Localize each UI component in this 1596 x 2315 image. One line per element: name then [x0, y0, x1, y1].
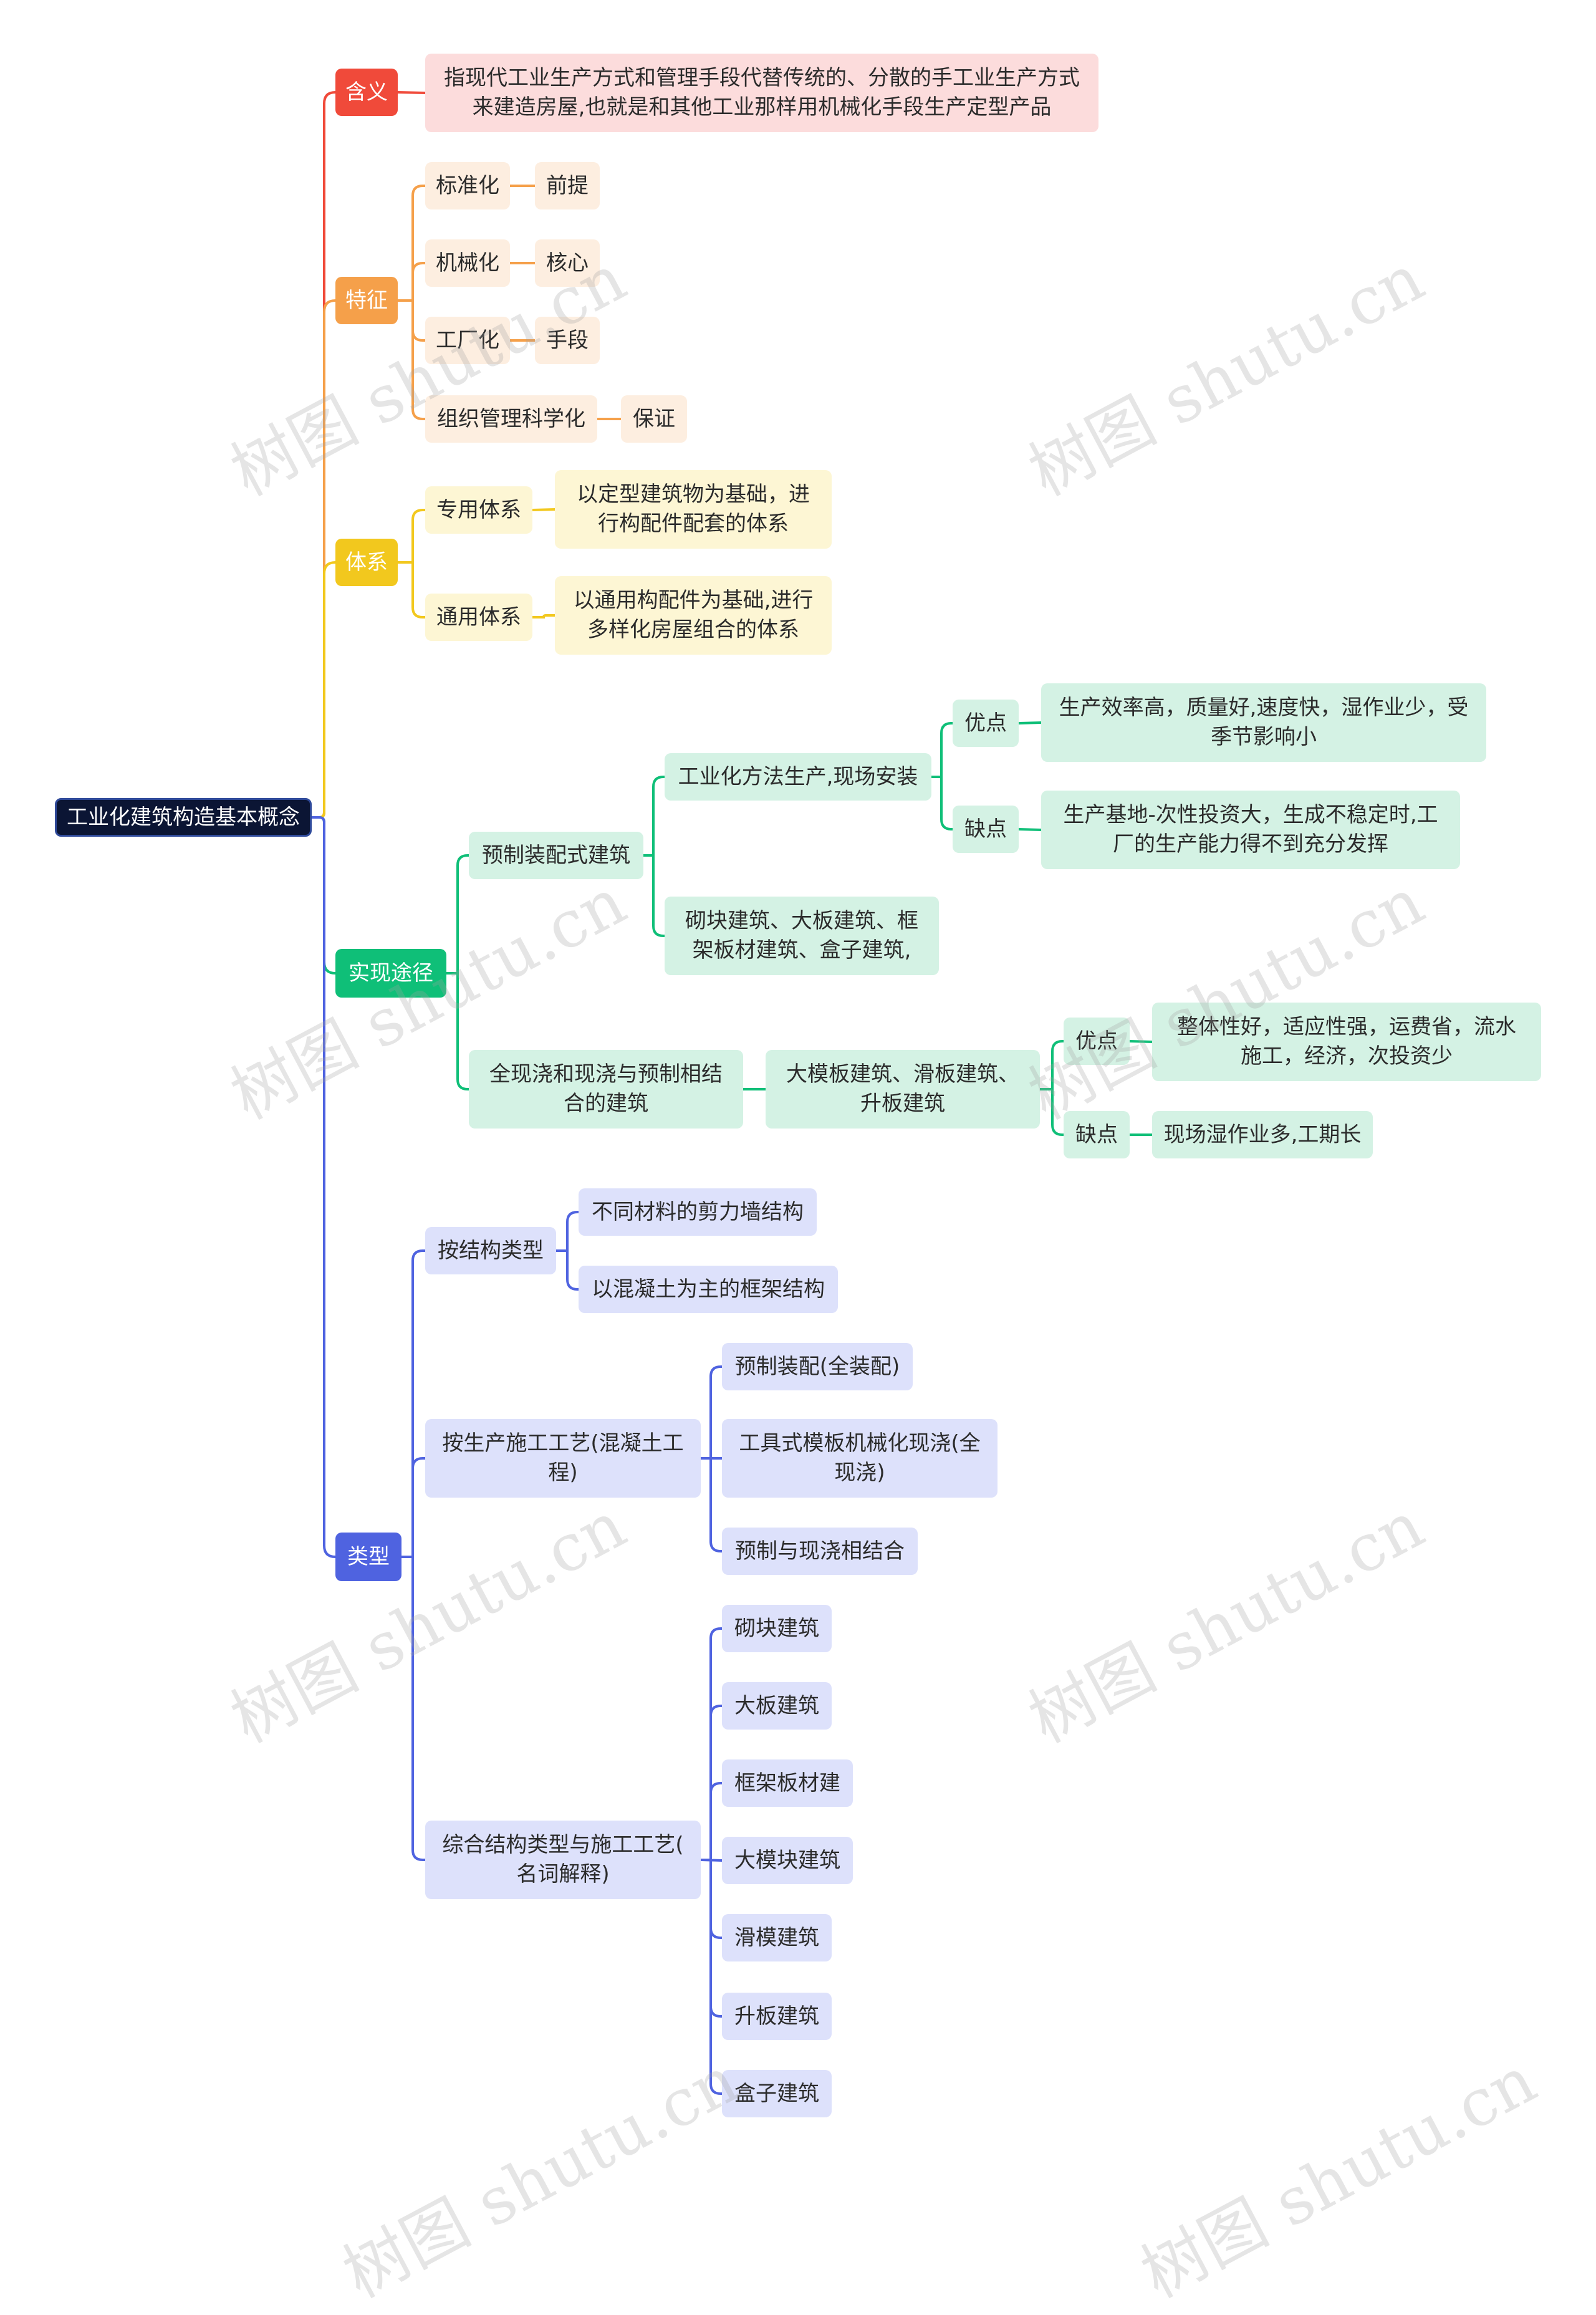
combined-large-module: 大模块建筑 — [722, 1837, 853, 1884]
approaches-tag: 实现途径 — [335, 949, 446, 998]
system-dedicated: 专用体系 — [425, 486, 532, 534]
by-process: 按生产施工工艺(混凝土工 程) — [425, 1419, 701, 1498]
connector-by-structure-frame — [555, 1249, 580, 1291]
by-process-prefab: 预制装配(全装配) — [722, 1343, 913, 1390]
combined-lift-slab: 升板建筑 — [722, 1993, 832, 2040]
feature-management: 组织管理科学化 — [425, 395, 597, 443]
connector-combined — [400, 1556, 426, 1861]
connector-feature-mechanical — [397, 262, 426, 302]
types-tag: 类型 — [335, 1533, 401, 1581]
prefab-cons-tag: 缺点 — [953, 806, 1019, 853]
feature-mechanical: 机械化 — [425, 239, 510, 287]
feature-factory-detail: 手段 — [535, 317, 600, 364]
connector-by-process — [400, 1457, 426, 1558]
connector-by-structure — [400, 1249, 426, 1558]
connector-prefab-pros-tag — [930, 722, 954, 778]
by-process-combined: 预制与现浇相结合 — [722, 1528, 918, 1575]
features-tag: 特征 — [335, 277, 398, 324]
connector-prefab — [445, 854, 470, 975]
feature-standard-detail: 前提 — [535, 162, 600, 209]
connector-prefab-method — [642, 776, 666, 857]
connector-root-types-tag — [310, 816, 337, 1558]
prefab-method: 工业化方法生产,现场安装 — [665, 753, 931, 801]
connector-system-dedicated-detail — [531, 508, 556, 511]
feature-management-detail: 保证 — [621, 395, 687, 443]
prefab-pros-tag: 优点 — [953, 700, 1019, 747]
combined-frame-panel: 框架板材建 — [722, 1759, 853, 1807]
cast: 全现浇和现浇与预制相结 合的建筑 — [469, 1050, 743, 1129]
connector-cast — [445, 972, 470, 1090]
combined: 综合结构类型与施工工艺( 名词解释) — [425, 1821, 701, 1899]
cast-pros: 整体性好，适应性强，运费省，流水 施工，经济，次投资少 — [1152, 1003, 1541, 1081]
connector-feature-standard — [397, 185, 426, 302]
feature-factory: 工厂化 — [425, 317, 510, 364]
mind-map: 工业化建筑构造基本概念 含义指现代工业生产方式和管理手段代替传统的、分散的手工业生… — [55, 54, 1541, 2117]
feature-standard: 标准化 — [425, 162, 510, 209]
cast-cons: 现场湿作业多,工期长 — [1152, 1111, 1373, 1158]
connector-combined-block — [699, 1627, 723, 1861]
prefab-pros: 生产效率高，质量好,速度快，湿作业少，受 季节影响小 — [1041, 683, 1486, 762]
connector-by-process-combined — [699, 1457, 723, 1552]
connector-system-general-detail — [531, 614, 556, 618]
root: 工业化建筑构造基本概念 — [55, 798, 312, 837]
connector-by-process-prefab — [699, 1365, 723, 1460]
meaning-text: 指现代工业生产方式和管理手段代替传统的、分散的手工业生产方式 来建造房屋,也就是… — [425, 54, 1098, 132]
combined-slip-form: 滑模建筑 — [722, 1914, 832, 1961]
connector-cast-pros — [1128, 1040, 1153, 1043]
by-structure-shear-wall: 不同材料的剪力墙结构 — [579, 1188, 817, 1236]
systems-tag: 体系 — [335, 539, 398, 586]
connector-prefab-examples — [642, 854, 666, 937]
connector-by-structure-shear-wall — [555, 1211, 580, 1252]
by-process-cast: 工具式模板机械化现浇(全 现浇) — [722, 1419, 998, 1498]
connector-lines — [310, 91, 1153, 2095]
prefab-cons: 生产基地-次性投资大，生成不稳定时,工 厂的生产能力得不到充分发挥 — [1041, 791, 1460, 869]
feature-mechanical-detail: 核心 — [535, 239, 600, 287]
cast-pros-tag: 优点 — [1064, 1018, 1130, 1065]
connector-feature-management — [397, 299, 426, 420]
system-dedicated-detail: 以定型建筑物为基础，进 行构配件配套的体系 — [555, 470, 832, 549]
by-structure-frame: 以混凝土为主的框架结构 — [579, 1266, 838, 1313]
connector-cast-cons-tag — [1039, 1088, 1065, 1136]
connector-system-general — [397, 561, 426, 618]
system-general: 通用体系 — [425, 594, 532, 641]
combined-large-panel: 大板建筑 — [722, 1682, 832, 1730]
system-general-detail: 以通用构配件为基础,进行 多样化房屋组合的体系 — [555, 576, 832, 655]
connector-system-dedicated — [397, 509, 426, 564]
connector-meaning-text — [397, 91, 426, 94]
combined-block: 砌块建筑 — [722, 1605, 832, 1652]
connector-combined-large-panel — [699, 1705, 723, 1861]
cast-examples: 大模板建筑、滑板建筑、 升板建筑 — [766, 1050, 1040, 1129]
cast-cons-tag: 缺点 — [1064, 1111, 1130, 1158]
combined-box: 盒子建筑 — [722, 2070, 832, 2117]
connector-prefab-cons — [1017, 828, 1042, 831]
connector-cast-pros-tag — [1039, 1040, 1065, 1090]
prefab: 预制装配式建筑 — [469, 832, 643, 879]
by-structure: 按结构类型 — [425, 1227, 556, 1274]
connector-combined-frame-panel — [699, 1782, 723, 1861]
connector-prefab-cons-tag — [930, 776, 954, 830]
connector-combined-box — [699, 1859, 723, 2095]
meaning-tag: 含义 — [335, 69, 398, 116]
prefab-examples: 砌块建筑、大板建筑、框 架板材建筑、盒子建筑, — [665, 897, 939, 975]
